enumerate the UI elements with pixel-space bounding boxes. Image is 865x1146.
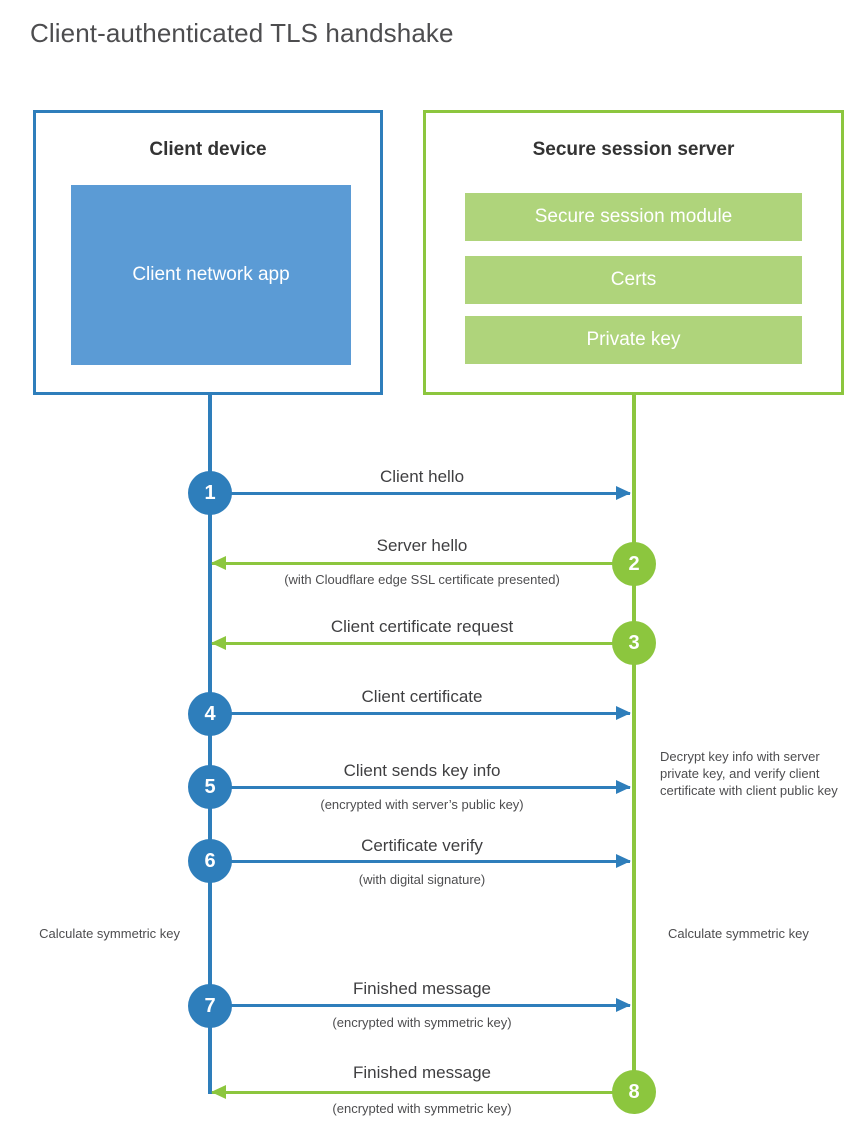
arrowhead-right-icon [616, 706, 631, 720]
secure-session-server-title: Secure session server [532, 139, 735, 160]
arrowhead-right-icon [616, 998, 631, 1012]
note-client-calculate: Calculate symmetric key [39, 926, 180, 941]
component-certs: Certs [465, 256, 802, 304]
step-1-arrow [210, 486, 631, 500]
step-5-sublabel: (encrypted with server’s public key) [320, 797, 524, 812]
step-4-arrow [210, 706, 631, 720]
step-8-sublabel: (encrypted with symmetric key) [332, 1101, 512, 1116]
page-title: Client-authenticated TLS handshake [30, 18, 454, 48]
client-device-title: Client device [149, 139, 267, 160]
arrowhead-left-icon [211, 636, 226, 650]
step-3-label: Client certificate request [330, 617, 514, 636]
step-2-arrow [211, 556, 632, 570]
lifeline-server [632, 395, 636, 1094]
note-server-decrypt: Decrypt key info with server private key… [660, 749, 838, 798]
arrowhead-right-icon [616, 854, 631, 868]
arrowhead-right-icon [616, 780, 631, 794]
entity-client-device: Client device Client network app [33, 110, 383, 395]
step-2-sublabel: (with Cloudflare edge SSL certificate pr… [284, 572, 560, 587]
component-secure-session-module: Secure session module [465, 193, 802, 241]
step-marker-4: 4 [188, 692, 232, 736]
entity-secure-session-server: Secure session server Secure session mod… [423, 110, 844, 395]
step-2-label: Server hello [376, 536, 468, 555]
step-marker-2: 2 [612, 542, 656, 586]
step-7-label: Finished message [353, 979, 491, 998]
step-marker-7: 7 [188, 984, 232, 1028]
step-1-label: Client hello [379, 467, 465, 486]
step-4-label: Client certificate [361, 687, 483, 706]
component-client-network-app: Client network app [71, 185, 351, 365]
step-7-arrow [210, 998, 631, 1012]
step-marker-3: 3 [612, 621, 656, 665]
step-5-arrow [210, 780, 631, 794]
step-6-arrow [210, 854, 631, 868]
step-3-arrow [211, 636, 632, 650]
step-marker-8: 8 [612, 1070, 656, 1114]
step-7-sublabel: (encrypted with symmetric key) [332, 1015, 512, 1030]
lifeline-client [208, 395, 212, 1094]
note-server-calculate: Calculate symmetric key [668, 926, 809, 941]
step-marker-1: 1 [188, 471, 232, 515]
step-5-label: Client sends key info [343, 761, 501, 780]
arrowhead-left-icon [211, 1085, 226, 1099]
component-private-key: Private key [465, 316, 802, 364]
step-8-label: Finished message [353, 1063, 491, 1082]
step-6-label: Certificate verify [361, 836, 483, 855]
arrowhead-right-icon [616, 486, 631, 500]
step-marker-6: 6 [188, 839, 232, 883]
arrowhead-left-icon [211, 556, 226, 570]
step-8-arrow [211, 1085, 632, 1099]
step-marker-5: 5 [188, 765, 232, 809]
step-6-sublabel: (with digital signature) [358, 872, 486, 887]
